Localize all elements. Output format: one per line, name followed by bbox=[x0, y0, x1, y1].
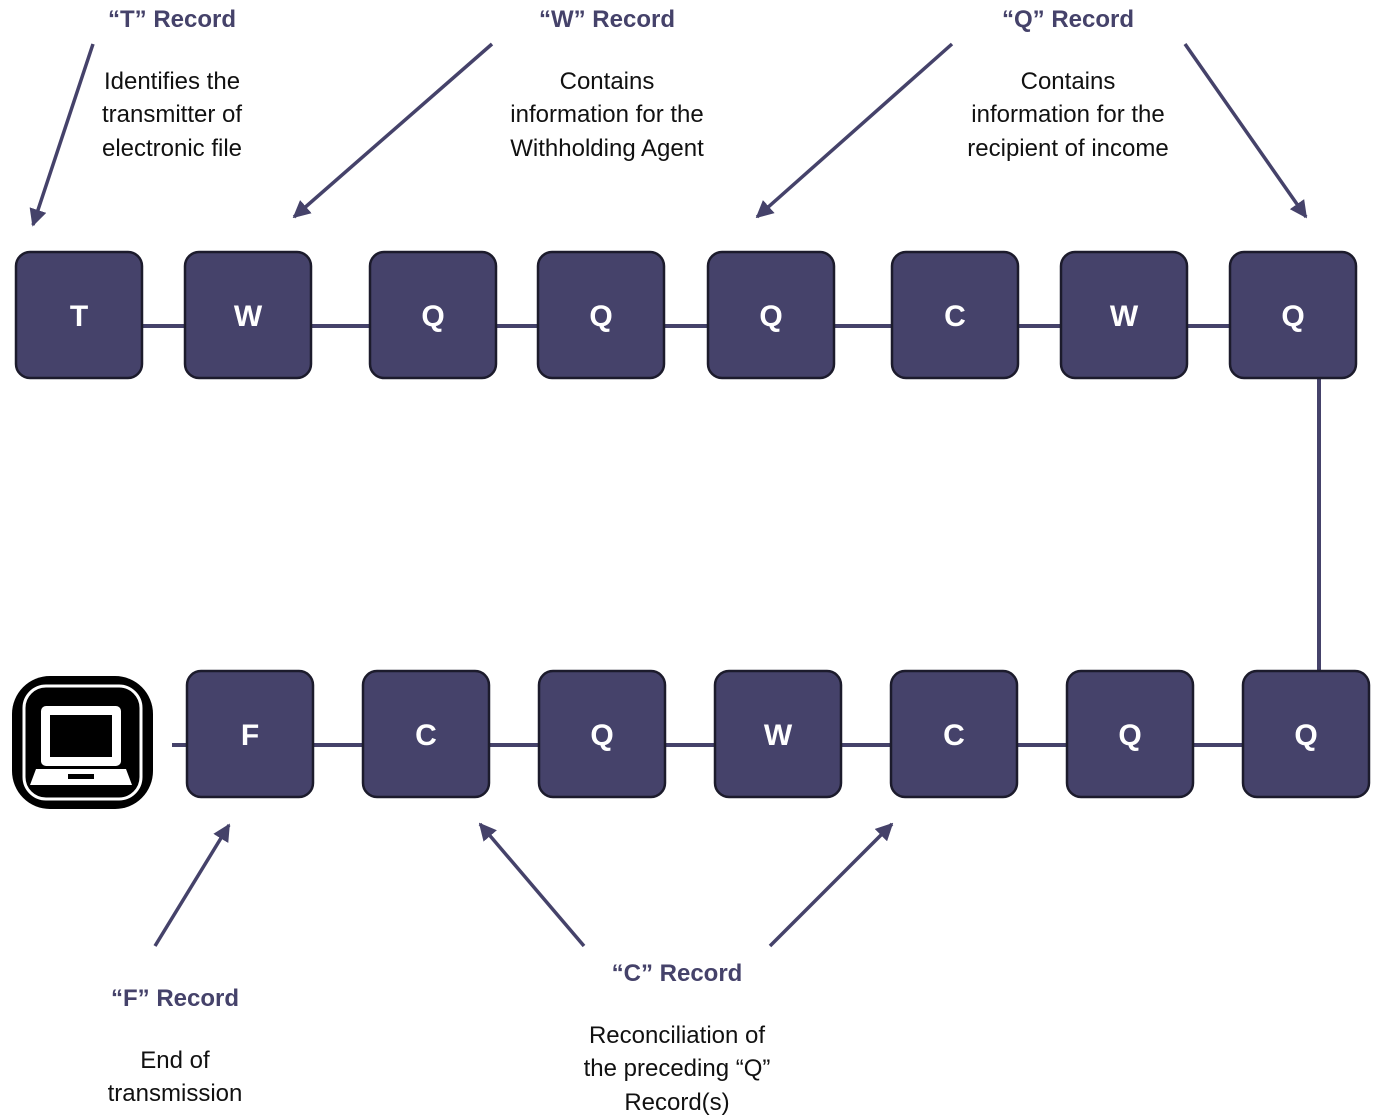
bottom-row-box-2: C bbox=[361, 669, 491, 799]
q-record-arrow-left bbox=[755, 42, 954, 219]
top-row-box-8-label: Q bbox=[1281, 300, 1304, 333]
bottom-row-box-6-label: Q bbox=[1118, 719, 1141, 752]
top-row-box-8: Q bbox=[1228, 250, 1358, 380]
pointer-arrows bbox=[29, 42, 1308, 948]
bottom-row-box-2-rect bbox=[361, 669, 491, 799]
bottom-row-box-1: F bbox=[185, 669, 315, 799]
bottom-row-box-3-label: Q bbox=[590, 719, 613, 752]
bottom-row-box-6: Q bbox=[1065, 669, 1195, 799]
t-record-desc-1: Identifies the bbox=[104, 68, 240, 95]
bottom-row-box-2-label: C bbox=[415, 719, 437, 752]
top-row-box-7: W bbox=[1059, 250, 1189, 380]
top-row-box-7-label: W bbox=[1110, 300, 1139, 333]
top-row-box-3-rect bbox=[368, 250, 498, 380]
c-record-arrow-right bbox=[768, 822, 894, 948]
c-record-title: “C” Record bbox=[612, 960, 743, 987]
bottom-row-box-3: Q bbox=[537, 669, 667, 799]
c-record-desc-3: Record(s) bbox=[624, 1089, 729, 1116]
f-record-desc-2: transmission bbox=[108, 1080, 243, 1107]
bottom-row-box-5-label: C bbox=[943, 719, 965, 752]
top-row-box-4-rect bbox=[536, 250, 666, 380]
w-record-arrow bbox=[292, 42, 494, 219]
top-row-box-1-rect bbox=[14, 250, 144, 380]
top-row-box-6-label: C bbox=[944, 300, 966, 333]
top-row-box-4-label: Q bbox=[589, 300, 612, 333]
top-row-box-1-label: T bbox=[70, 300, 88, 333]
top-row-box-3-label: Q bbox=[421, 300, 444, 333]
top-row-box-2-rect bbox=[183, 250, 313, 380]
bottom-row-box-4: W bbox=[713, 669, 843, 799]
bottom-row-box-7-rect bbox=[1241, 669, 1371, 799]
t-record-title: “T” Record bbox=[108, 6, 236, 33]
w-record-title: “W” Record bbox=[539, 6, 675, 33]
bottom-row-box-4-label: W bbox=[764, 719, 793, 752]
c-record-desc-1: Reconciliation of bbox=[589, 1022, 765, 1049]
t-record-desc-3: electronic file bbox=[102, 135, 242, 162]
bottom-row-box-1-label: F bbox=[241, 719, 259, 752]
w-record-desc-1: Contains bbox=[560, 68, 655, 95]
f-record-annotation: “F” Record End of transmission bbox=[108, 985, 243, 1107]
q-record-desc-1: Contains bbox=[1021, 68, 1116, 95]
t-record-annotation: “T” Record Identifies the transmitter of… bbox=[102, 6, 242, 162]
bottom-row-box-3-rect bbox=[537, 669, 667, 799]
c-record-annotation: “C” Record Reconciliation of the precedi… bbox=[584, 960, 771, 1116]
c-record-desc-2: the preceding “Q” bbox=[584, 1055, 771, 1082]
t-record-desc-2: transmitter of bbox=[102, 101, 242, 128]
bottom-row-box-5-rect bbox=[889, 669, 1019, 799]
top-row-box-2: W bbox=[183, 250, 313, 380]
t-record-arrow bbox=[29, 43, 95, 227]
bottom-row-box-5: C bbox=[889, 669, 1019, 799]
top-row-box-6-rect bbox=[890, 250, 1020, 380]
c-record-arrow-left bbox=[478, 822, 586, 948]
top-row-box-2-label: W bbox=[234, 300, 263, 333]
f-record-arrow bbox=[153, 823, 231, 947]
bottom-row-box-4-rect bbox=[713, 669, 843, 799]
q-record-desc-2: information for the bbox=[971, 101, 1164, 128]
q-record-annotation: “Q” Record Contains information for the … bbox=[967, 6, 1168, 162]
bottom-row-box-7: Q bbox=[1241, 669, 1371, 799]
top-row-box-6: C bbox=[890, 250, 1020, 380]
q-record-title: “Q” Record bbox=[1002, 6, 1134, 33]
w-record-desc-3: Withholding Agent bbox=[510, 135, 704, 162]
w-record-desc-2: information for the bbox=[510, 101, 703, 128]
bottom-row-box-6-rect bbox=[1065, 669, 1195, 799]
top-row-box-5-rect bbox=[706, 250, 836, 380]
q-record-desc-3: recipient of income bbox=[967, 135, 1168, 162]
top-row-box-8-rect bbox=[1228, 250, 1358, 380]
top-row-box-1: T bbox=[14, 250, 144, 380]
f-record-title: “F” Record bbox=[111, 985, 239, 1012]
w-record-annotation: “W” Record Contains information for the … bbox=[510, 6, 704, 162]
bottom-row-box-7-label: Q bbox=[1294, 719, 1317, 752]
top-row-box-3: Q bbox=[368, 250, 498, 380]
top-row-box-5-label: Q bbox=[759, 300, 782, 333]
laptop-icon bbox=[12, 676, 153, 809]
bottom-row-box-1-rect bbox=[185, 669, 315, 799]
q-record-arrow-right bbox=[1183, 42, 1308, 219]
top-row-box-4: Q bbox=[536, 250, 666, 380]
top-row-box-7-rect bbox=[1059, 250, 1189, 380]
top-row-box-5: Q bbox=[706, 250, 836, 380]
f-record-desc-1: End of bbox=[140, 1047, 210, 1074]
